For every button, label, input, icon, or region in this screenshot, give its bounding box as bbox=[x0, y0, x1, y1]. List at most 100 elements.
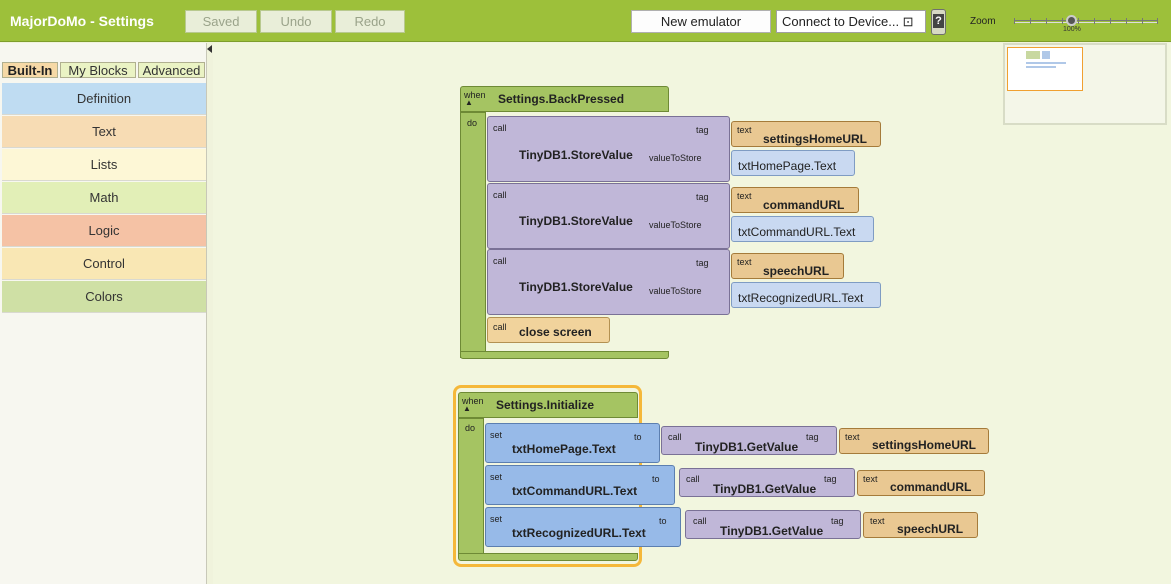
blocks-workspace[interactable]: when ▲ Settings.BackPressed do call Tiny… bbox=[213, 43, 1171, 584]
workspace-minimap[interactable] bbox=[1003, 43, 1167, 125]
text-value: speechURL bbox=[763, 264, 830, 278]
close-screen-block[interactable] bbox=[487, 317, 610, 343]
event-do-spine bbox=[458, 418, 484, 558]
new-emulator-button[interactable]: New emulator bbox=[631, 10, 771, 33]
text-keyword: text bbox=[863, 474, 878, 484]
do-keyword: do bbox=[467, 118, 478, 128]
zoom-value: 100% bbox=[1063, 26, 1081, 33]
drawer-control[interactable]: Control bbox=[2, 248, 206, 280]
method-name: TinyDB1.StoreValue bbox=[519, 214, 633, 228]
redo-button[interactable]: Redo bbox=[335, 10, 405, 33]
event-footer bbox=[458, 553, 638, 561]
set-property-block[interactable] bbox=[485, 507, 681, 547]
set-keyword: set bbox=[490, 430, 503, 440]
get-value-block[interactable] bbox=[679, 468, 855, 497]
minimap-block bbox=[1026, 51, 1040, 59]
property-name: txtRecognizedURL.Text bbox=[738, 291, 864, 305]
collapse-triangle-icon[interactable]: ▲ bbox=[465, 98, 473, 107]
set-keyword: set bbox=[490, 472, 503, 482]
tab-advanced[interactable]: Advanced bbox=[138, 62, 205, 78]
phone-help-icon[interactable]: ? bbox=[931, 9, 946, 35]
event-header[interactable] bbox=[460, 86, 669, 112]
call-keyword: call bbox=[693, 516, 707, 526]
when-keyword: when bbox=[464, 90, 486, 100]
zoom-tick bbox=[1030, 18, 1031, 24]
event-header[interactable] bbox=[458, 392, 638, 418]
text-block[interactable] bbox=[863, 512, 978, 538]
text-keyword: text bbox=[737, 257, 752, 267]
store-value-block[interactable] bbox=[487, 183, 730, 249]
method-name: TinyDB1.GetValue bbox=[713, 482, 817, 496]
minimap-block bbox=[1026, 66, 1056, 68]
tag-label: tag bbox=[831, 516, 844, 526]
event-name: Settings.Initialize bbox=[496, 398, 595, 412]
minimap-block bbox=[1042, 51, 1050, 59]
text-keyword: text bbox=[845, 432, 860, 442]
when-keyword: when bbox=[462, 396, 484, 406]
drawer-definition[interactable]: Definition bbox=[2, 83, 206, 115]
zoom-tick bbox=[1094, 18, 1095, 24]
drawer-colors[interactable]: Colors bbox=[2, 281, 206, 313]
call-keyword: call bbox=[668, 432, 682, 442]
undo-button[interactable]: Undo bbox=[260, 10, 332, 33]
store-value-block[interactable] bbox=[487, 116, 730, 182]
event-do-spine bbox=[460, 112, 486, 358]
minimap-viewport[interactable] bbox=[1007, 47, 1083, 91]
saved-button[interactable]: Saved bbox=[185, 10, 257, 33]
property-name: txtRecognizedURL.Text bbox=[512, 526, 646, 540]
call-keyword: call bbox=[493, 256, 507, 266]
to-keyword: to bbox=[659, 516, 667, 526]
drawer-text[interactable]: Text bbox=[2, 116, 206, 148]
tab-built-in[interactable]: Built-In bbox=[2, 62, 58, 78]
zoom-tick bbox=[1142, 18, 1143, 24]
call-keyword: call bbox=[686, 474, 700, 484]
tag-label: tag bbox=[696, 192, 709, 202]
tag-label: tag bbox=[806, 432, 819, 442]
property-block[interactable] bbox=[731, 282, 881, 308]
call-keyword: call bbox=[493, 322, 507, 332]
value-to-store-label: valueToStore bbox=[649, 153, 702, 163]
get-value-block[interactable] bbox=[685, 510, 861, 539]
zoom-label: Zoom bbox=[970, 16, 996, 27]
method-name: TinyDB1.StoreValue bbox=[519, 148, 633, 162]
method-name: TinyDB1.GetValue bbox=[720, 524, 824, 538]
zoom-tick bbox=[1046, 18, 1047, 24]
property-name: txtCommandURL.Text bbox=[512, 484, 638, 498]
set-property-block[interactable] bbox=[485, 465, 675, 505]
tag-label: tag bbox=[824, 474, 837, 484]
text-block[interactable] bbox=[731, 121, 881, 147]
event-footer bbox=[460, 351, 669, 359]
property-name: txtCommandURL.Text bbox=[738, 225, 856, 239]
zoom-slider-knob[interactable] bbox=[1066, 15, 1077, 26]
store-value-block[interactable] bbox=[487, 249, 730, 315]
zoom-tick bbox=[1014, 18, 1015, 24]
text-block[interactable] bbox=[857, 470, 985, 496]
zoom-tick bbox=[1062, 18, 1063, 24]
text-block[interactable] bbox=[839, 428, 989, 454]
zoom-slider[interactable] bbox=[1014, 18, 1158, 24]
text-block[interactable] bbox=[731, 187, 859, 213]
drawer-logic[interactable]: Logic bbox=[2, 215, 206, 247]
collapse-palette-icon[interactable] bbox=[207, 45, 212, 53]
tab-my-blocks[interactable]: My Blocks bbox=[60, 62, 136, 78]
minimap-block bbox=[1026, 62, 1066, 64]
help-glyph: ? bbox=[933, 14, 944, 28]
zoom-tick bbox=[1110, 18, 1111, 24]
tag-label: tag bbox=[696, 125, 709, 135]
property-block[interactable] bbox=[731, 216, 874, 242]
text-block[interactable] bbox=[731, 253, 844, 279]
app-title: MajorDoMo - Settings bbox=[10, 13, 154, 29]
value-to-store-label: valueToStore bbox=[649, 220, 702, 230]
text-value: commandURL bbox=[890, 480, 972, 494]
get-value-block[interactable] bbox=[661, 426, 837, 455]
connect-device-select[interactable]: Connect to Device... ⊡ bbox=[776, 10, 926, 33]
collapse-triangle-icon[interactable]: ▲ bbox=[463, 404, 471, 413]
set-property-block[interactable] bbox=[485, 423, 660, 463]
property-name: txtHomePage.Text bbox=[512, 442, 616, 456]
property-block[interactable] bbox=[731, 150, 855, 176]
zoom-tick bbox=[1157, 18, 1158, 24]
drawer-lists[interactable]: Lists bbox=[2, 149, 206, 181]
text-value: settingsHomeURL bbox=[872, 438, 977, 452]
drawer-math[interactable]: Math bbox=[2, 182, 206, 214]
call-keyword: call bbox=[493, 123, 507, 133]
